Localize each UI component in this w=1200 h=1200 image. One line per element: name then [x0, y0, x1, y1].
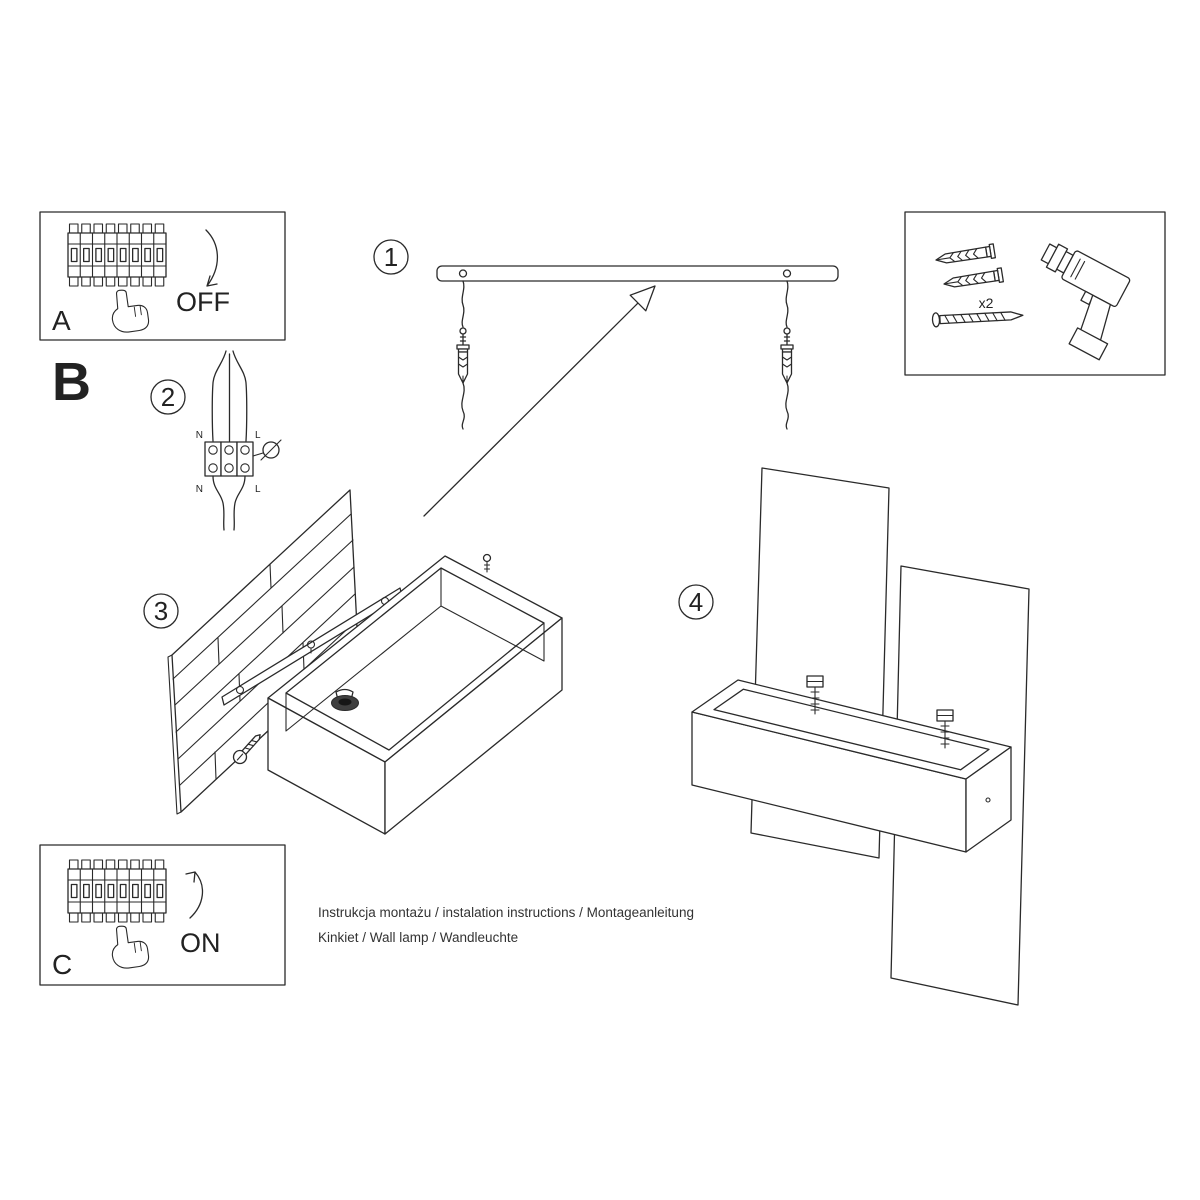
panel-c: ON C: [39, 844, 286, 986]
drill-icon: [1040, 243, 1131, 361]
lamp-body-end: [965, 746, 1012, 853]
step-1-number: 1: [384, 242, 398, 272]
panel-a-label: A: [52, 305, 71, 336]
breaker-off-icon: [67, 223, 167, 287]
plug-count-label: x2: [979, 295, 994, 311]
wire-bottom-right: [233, 475, 246, 531]
brick-lines: [172, 513, 358, 786]
hang-left-icon: [456, 280, 470, 430]
off-label: OFF: [176, 287, 230, 317]
side-hole: [985, 797, 991, 803]
footer-line-2: Kinkiet / Wall lamp / Wandleuchte: [318, 930, 518, 945]
label-l-top: L: [255, 430, 261, 441]
footer-line-1: Instrukcja montażu / instalation instruc…: [318, 905, 694, 920]
hardware-box-frame: [904, 211, 1166, 376]
bar-hole-right: [782, 269, 792, 278]
terminal-1: [204, 441, 222, 477]
fixing-screw-2-icon: [936, 709, 954, 749]
breaker-on-icon: [67, 859, 167, 923]
label-l-bottom: L: [255, 484, 261, 495]
label-n-bottom: N: [196, 484, 203, 495]
wire-top-right: [232, 350, 248, 442]
pointer-arrow: [423, 285, 656, 517]
lamp-box-interior: [285, 567, 545, 732]
panel-c-frame: [39, 844, 286, 986]
lamp-body-inner-rim: [713, 688, 990, 771]
step-3-number: 3: [154, 596, 168, 626]
switch-down-arrow-icon: [205, 229, 219, 287]
step-3: 3: [143, 489, 563, 835]
lamp-box-front-right: [384, 617, 563, 835]
panel-a: OFF A: [39, 211, 286, 341]
switch-up-arrow-icon: [185, 871, 204, 919]
step-4: 4: [678, 467, 1030, 1006]
on-label: ON: [180, 928, 221, 958]
step-2-number: 2: [161, 382, 175, 412]
section-b-label: B: [52, 352, 91, 412]
step-2: 2 N L N L: [150, 350, 282, 531]
step-1-badge: [373, 239, 409, 275]
step-1: 1: [373, 239, 839, 430]
label-n-top: N: [196, 430, 203, 441]
step-4-number: 4: [689, 587, 703, 617]
hardware-box: x2: [904, 211, 1166, 376]
footer: Instrukcja montażu / instalation instruc…: [318, 905, 694, 945]
screw-icon: [931, 311, 1024, 328]
bar-hole-left: [458, 269, 468, 278]
fixing-screw-1-icon: [806, 675, 824, 715]
mounting-screw-icon: [232, 734, 261, 765]
hang-right-icon: [780, 280, 794, 430]
terminal-2: [220, 441, 238, 477]
wire-bottom-left: [212, 475, 225, 531]
screwdriver-pointer-line: [252, 452, 264, 457]
ceiling-bar: [436, 265, 839, 282]
step-3-badge: [143, 593, 179, 629]
step-2-badge: [150, 379, 186, 415]
panel-c-label: C: [52, 949, 72, 980]
step-4-badge: [678, 584, 714, 620]
terminal-3: [236, 441, 254, 477]
box-edge-screw-icon: [482, 553, 492, 563]
wire-top-left: [211, 350, 227, 442]
